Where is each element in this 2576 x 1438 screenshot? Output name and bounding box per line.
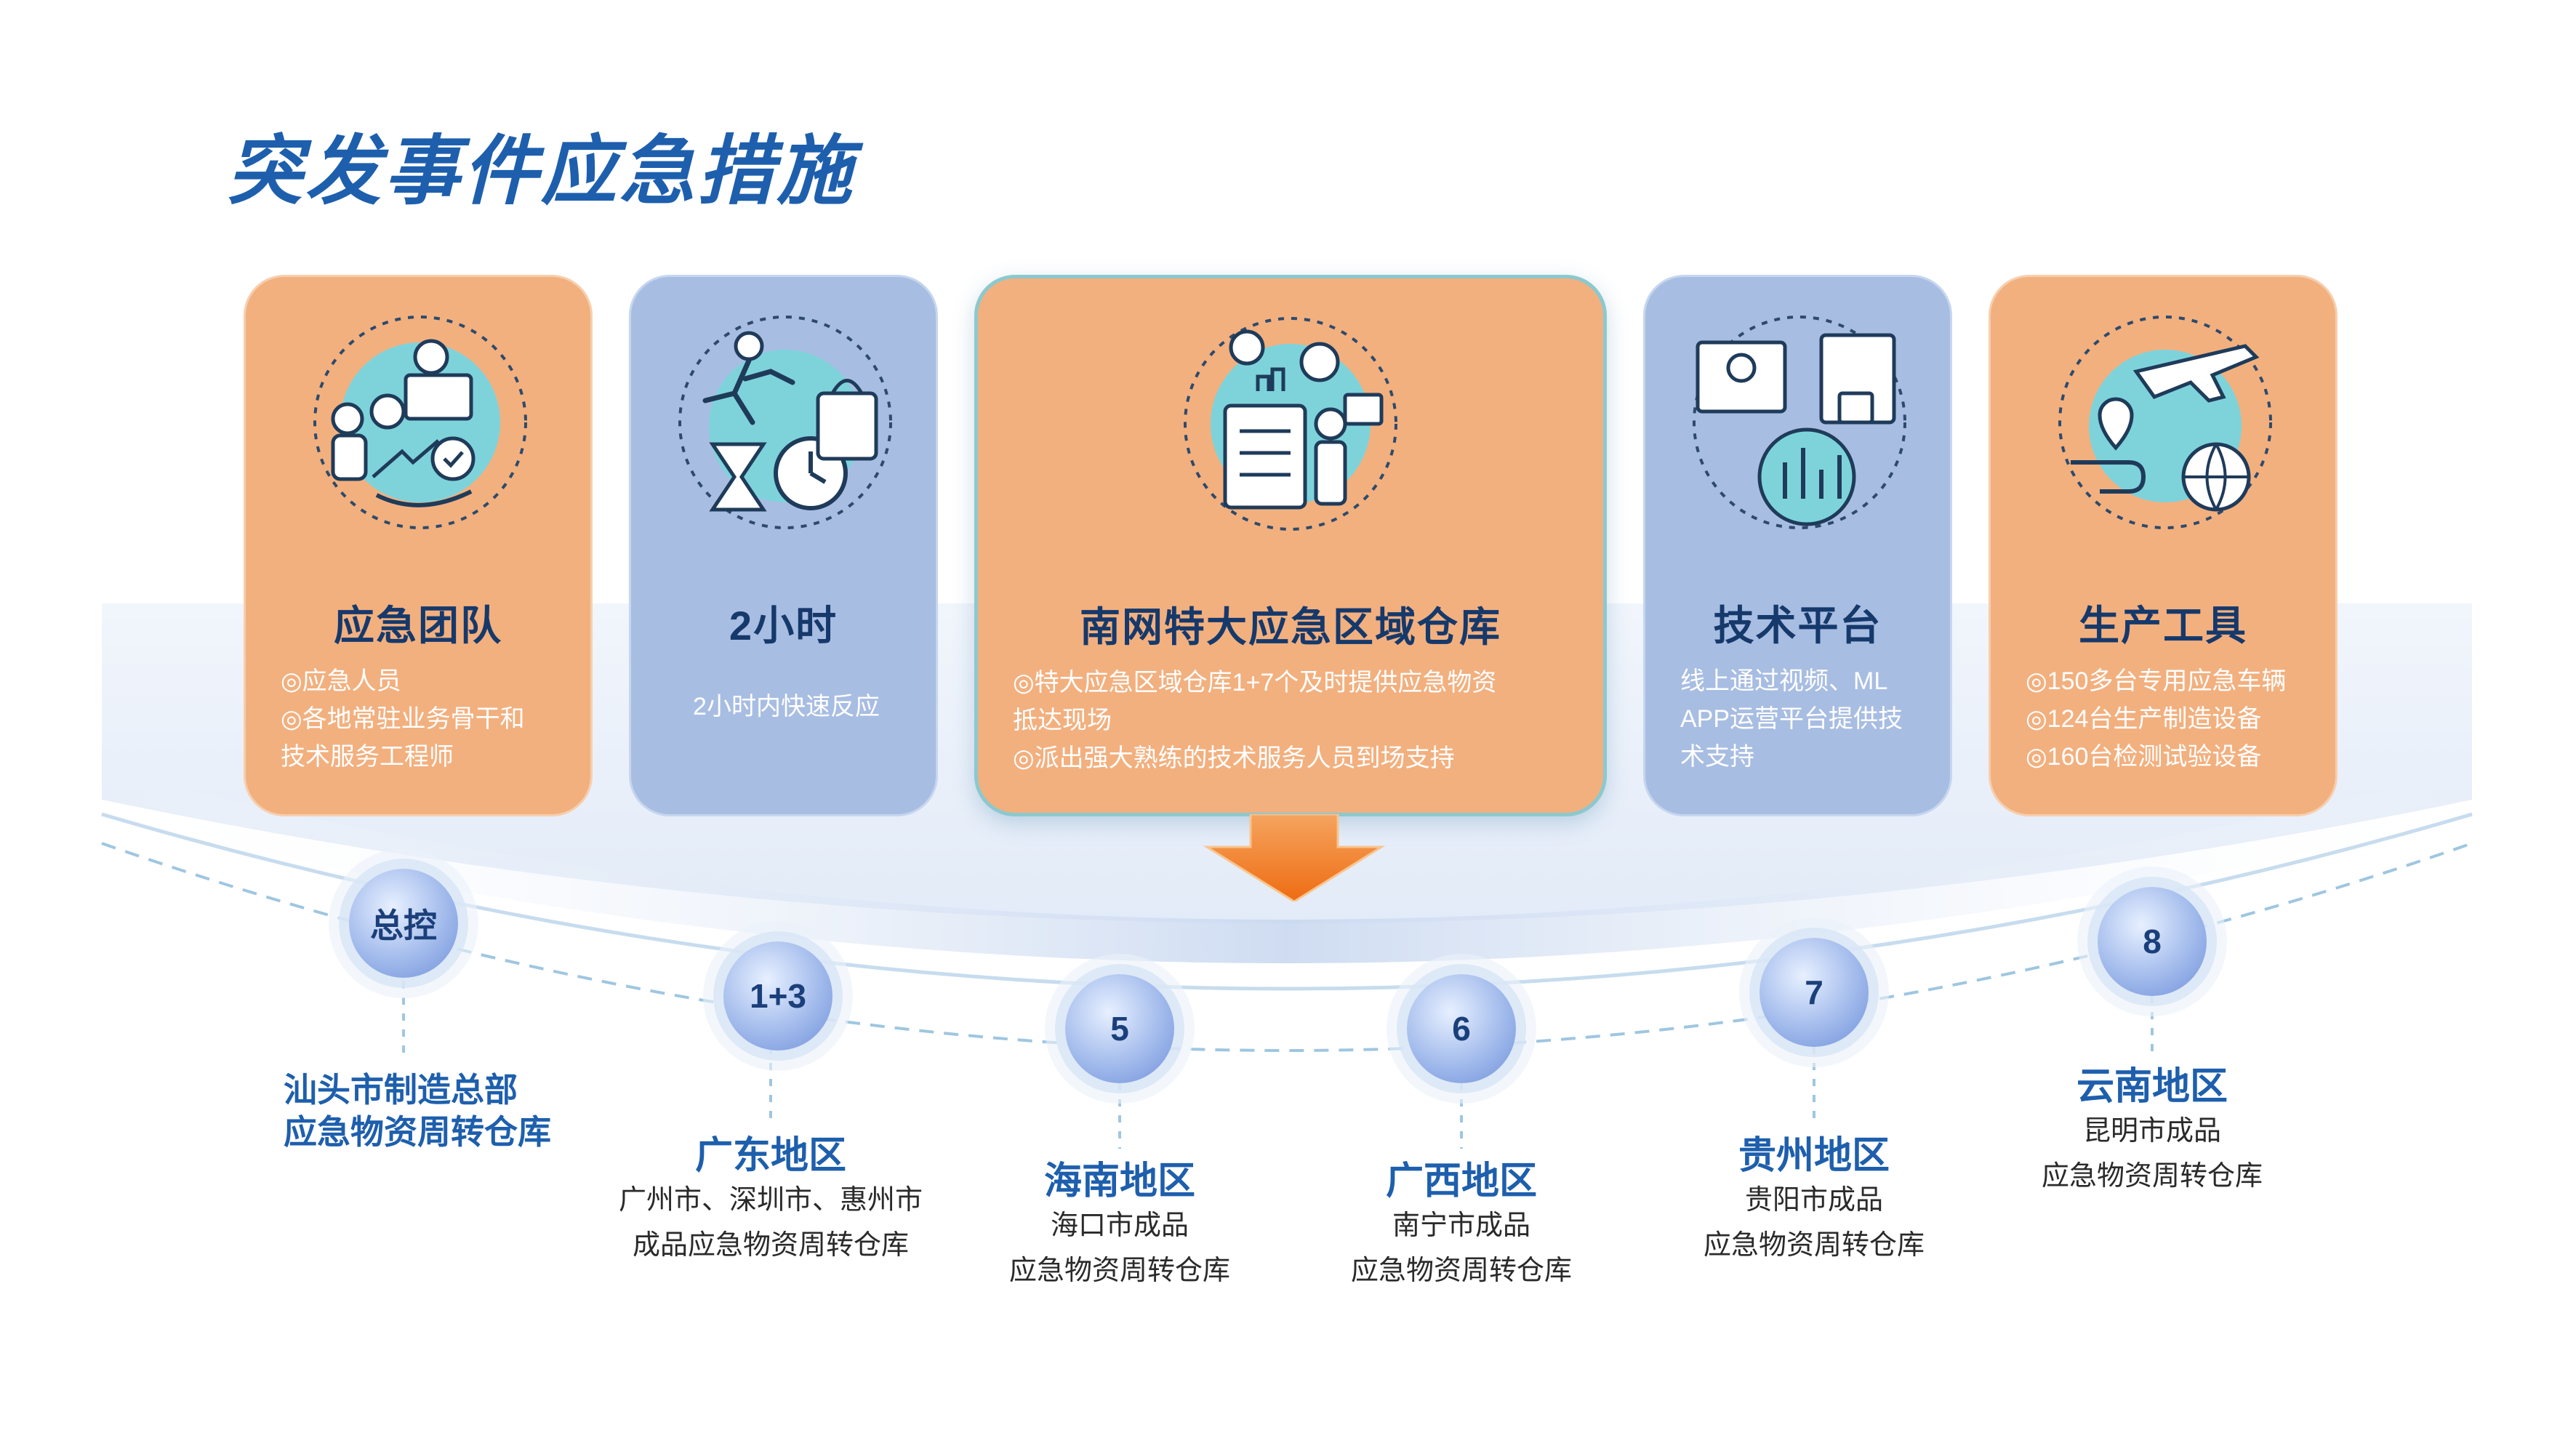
region-title: 海南地区 (1043, 1160, 1195, 1202)
card-body: ◎150多台专用应急车辆 ◎124台生产制造设备 ◎160台检测试验设备 (2026, 662, 2306, 776)
node-label: 8 (2143, 923, 2162, 960)
tech-platform-icon (1693, 316, 1906, 529)
card-line: 术支持 (1680, 743, 1754, 771)
card-line: 抵达现场 (1013, 707, 1112, 734)
card-body: ◎特大应急区域仓库1+7个及时提供应急物资 抵达现场 ◎派出强大熟练的技术服务人… (1013, 664, 1574, 777)
node-yunnan: 8 (2098, 887, 2207, 996)
node-label: 总控 (370, 907, 437, 944)
region-yunnan: 云南地区 昆明市成品 应急物资周转仓库 (2007, 1065, 2298, 1199)
card-line: APP运营平台提供技 (1680, 705, 1903, 733)
region-title: 云南地区 (2076, 1066, 2228, 1108)
region-desc: 贵阳市成品 (1744, 1185, 1883, 1216)
node-label: 7 (1805, 973, 1823, 1011)
region-hainan: 海南地区 海口市成品 应急物资周转仓库 (974, 1160, 1265, 1293)
region-title: 广东地区 (694, 1135, 846, 1177)
stopwatch-icon (678, 316, 892, 529)
region-desc: 应急物资周转仓库 (1350, 1256, 1572, 1286)
card-body: 线上通过视频、ML APP运营平台提供技 术支持 (1680, 662, 1921, 776)
card-title: 生产工具 (2079, 603, 2247, 648)
card-line: ◎124台生产制造设备 (2026, 705, 2262, 733)
down-arrow-icon (1203, 814, 1386, 901)
region-guangxi: 广西地区 南宁市成品 应急物资周转仓库 (1316, 1160, 1607, 1293)
card-emergency-team: 应急团队 ◎应急人员 ◎各地常驻业务骨干和 技术服务工程师 (244, 275, 593, 816)
card-line: ◎派出强大熟练的技术服务人员到场支持 (1013, 744, 1455, 772)
region-desc: 海口市成品 (1050, 1210, 1189, 1241)
region-hq: 汕头市制造总部 应急物资周转仓库 (284, 1069, 551, 1153)
region-desc: 南宁市成品 (1392, 1210, 1530, 1241)
card-regional-warehouse: 南网特大应急区域仓库 ◎特大应急区域仓库1+7个及时提供应急物资 抵达现场 ◎派… (974, 275, 1607, 816)
card-line: ◎各地常驻业务骨干和 (281, 705, 525, 733)
card-body: 2小时内快速反应 (666, 688, 907, 726)
region-desc: 应急物资周转仓库 (1008, 1256, 1230, 1286)
card-line: 线上通过视频、ML (1680, 667, 1888, 695)
region-desc: 应急物资周转仓库 (2041, 1161, 2263, 1192)
node-label: 5 (1110, 1010, 1129, 1048)
card-line: 技术服务工程师 (281, 743, 454, 771)
card-title: 技术平台 (1713, 603, 1882, 648)
card-production-tools: 生产工具 ◎150多台专用应急车辆 ◎124台生产制造设备 ◎160台检测试验设… (1989, 275, 2338, 816)
region-desc: 应急物资周转仓库 (1703, 1230, 1925, 1261)
team-icon (313, 316, 527, 529)
page-title: 突发事件应急措施 (227, 129, 856, 214)
node-guangxi: 6 (1407, 974, 1516, 1083)
card-title: 应急团队 (334, 603, 502, 648)
card-line: ◎特大应急区域仓库1+7个及时提供应急物资 (1013, 669, 1497, 696)
card-line: ◎150多台专用应急车辆 (2026, 667, 2287, 695)
node-guizhou: 7 (1760, 938, 1869, 1047)
card-line: ◎160台检测试验设备 (2026, 743, 2262, 771)
card-line: ◎应急人员 (281, 667, 401, 695)
card-line: 2小时内快速反应 (693, 693, 880, 720)
card-title: 2小时 (729, 603, 838, 648)
node-hq: 总控 (349, 869, 458, 978)
card-body: ◎应急人员 ◎各地常驻业务骨干和 技术服务工程师 (281, 662, 561, 776)
node-label: 6 (1452, 1010, 1471, 1048)
region-desc: 广州市、深圳市、惠州市 (618, 1185, 923, 1216)
region-guizhou: 贵州地区 贵阳市成品 应急物资周转仓库 (1669, 1134, 1959, 1268)
node-hainan: 5 (1065, 974, 1174, 1083)
card-two-hours: 2小时 2小时内快速反应 (629, 275, 938, 816)
region-title: 广西地区 (1385, 1160, 1537, 1202)
region-title: 汕头市制造总部 (284, 1071, 518, 1109)
card-tech-platform: 技术平台 线上通过视频、ML APP运营平台提供技 术支持 (1643, 275, 1952, 816)
logistics-icon (2058, 316, 2272, 529)
region-desc: 昆明市成品 (2082, 1116, 2221, 1146)
region-guangdong: 广东地区 广州市、深圳市、惠州市 成品应急物资周转仓库 (596, 1134, 945, 1268)
node-label: 1+3 (749, 977, 807, 1015)
card-title: 南网特大应急区域仓库 (1080, 604, 1501, 650)
region-subtitle: 应急物资周转仓库 (284, 1113, 551, 1151)
region-title: 贵州地区 (1738, 1135, 1890, 1177)
region-desc: 成品应急物资周转仓库 (632, 1230, 909, 1261)
warehouse-plan-icon (1184, 317, 1397, 531)
node-guangdong: 1+3 (723, 941, 832, 1051)
